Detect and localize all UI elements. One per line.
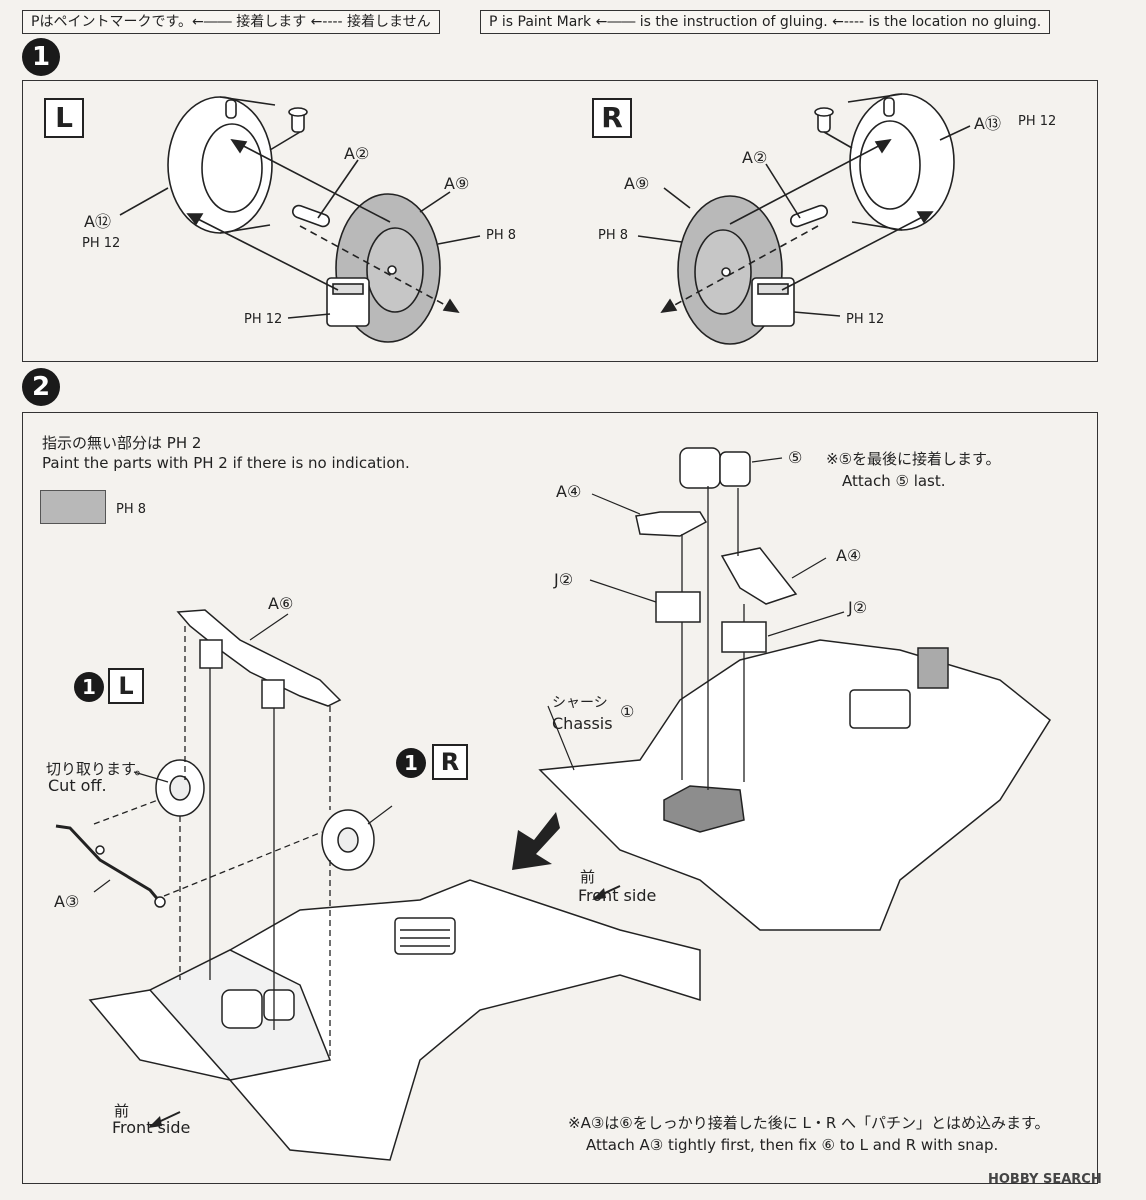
step-1-panel [22,80,1098,362]
paint-note-jp: 指示の無い部分は PH 2 [42,434,202,452]
step-1-right-tag: R [592,98,632,138]
ref-left-step-num: 1 [74,672,104,702]
left-label-a12: A⑫ [84,212,111,231]
part-j2-left [655,591,701,623]
step-1-left-tag: L [44,98,84,138]
legend-en: P is Paint Mark ←―― is the instruction o… [480,10,1051,34]
ref-left-tag: L [108,668,144,704]
glue-guides [209,486,745,1030]
right-chassis [538,639,1051,931]
swatch-label: PH 8 [116,502,147,517]
note-5-jp: ※⑤を最後に接着します。 [826,450,1001,468]
legend-jp: Pはペイントマークです。←―― 接着します ←---- 接着しません [22,10,440,34]
left-brake-assembly [119,96,481,343]
front-right-jp: 前 [580,868,596,886]
right-chassis-battery-box [849,689,911,729]
chassis-num: ① [620,702,635,721]
left-chassis [88,879,701,1161]
front-left-en: Front side [112,1118,191,1137]
ref-right-step-num: 1 [396,748,426,778]
chassis-jp: シャーシ [552,695,608,711]
right-brake-assembly [637,93,971,345]
cut-off-jp: 切り取ります。 [46,760,150,778]
part-a6-mount-right [261,679,285,709]
label-j2-right: J② [848,598,868,617]
left-label-ph12-a: PH 12 [82,236,121,251]
part-a4-top [635,511,708,537]
right-chassis-shaded-plate [663,785,745,833]
left-label-a9: A⑨ [444,174,470,193]
step-2-number: 2 [22,368,60,406]
right-label-a2: A② [742,148,768,167]
left-label-ph8: PH 8 [486,228,517,243]
step-1-number: 1 [22,38,60,76]
watermark: HOBBY SEARCH [988,1172,1102,1187]
left-label-a2: A② [344,144,370,163]
label-a4-right: A④ [836,546,862,565]
cut-off-en: Cut off. [48,776,107,795]
legend-jp-text: Pはペイントマークです。←―― 接着します ←---- 接着しません [31,14,431,30]
part-a6-mount-left [199,639,223,669]
paint-note-en: Paint the parts with PH 2 if there is no… [42,454,410,472]
front-left-jp: 前 [114,1102,130,1120]
label-a6: A⑥ [268,594,294,613]
right-label-ph12-b: PH 12 [846,312,885,327]
label-a3: A③ [54,892,80,911]
assembly-guides [93,626,331,1060]
legend-en-text: P is Paint Mark ←―― is the instruction o… [489,14,1042,30]
bottom-note-en: Attach A③ tightly first, then fix ⑥ to L… [586,1136,999,1154]
chassis-en: Chassis [552,714,613,733]
left-chassis-gearbox [221,989,263,1029]
front-right-en: Front side [578,886,657,905]
right-label-ph12-a: PH 12 [1018,114,1057,129]
label-part5: ⑤ [788,448,803,467]
right-label-a13: A⑬ [974,114,1001,133]
part-j2-right [721,621,767,653]
part-a3 [55,824,162,903]
note-5-en: Attach ⑤ last. [842,472,946,490]
part-5 [679,447,721,489]
left-label-ph12-b: PH 12 [244,312,283,327]
right-label-ph8: PH 8 [598,228,629,243]
bottom-note-jp: ※A③は⑥をしっかり接着した後に L・R へ「パチン」とはめ込みます。 [568,1114,1050,1132]
label-j2-left: J② [554,570,574,589]
step-2-panel [22,412,1098,1184]
label-a4-top: A④ [556,482,582,501]
left-chassis-battery-box [394,917,456,955]
ph8-swatch [40,490,106,524]
front-direction-big-arrow [512,812,560,870]
right-label-a9: A⑨ [624,174,650,193]
ref-right-tag: R [432,744,468,780]
part-a4-right [720,547,798,605]
